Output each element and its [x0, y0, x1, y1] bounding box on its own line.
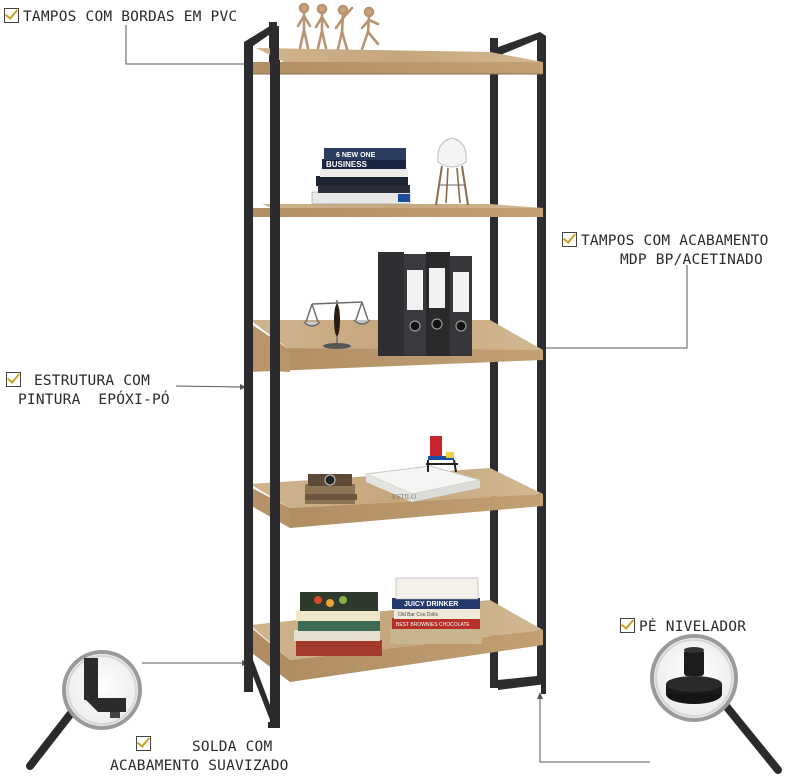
shelf-2	[248, 204, 543, 217]
check-icon	[6, 372, 21, 387]
book-stack-top: 6 NEW ONE BUSINESS	[311, 148, 411, 205]
callout-estrutura: ESTRUTURA COM	[6, 372, 150, 390]
callout-tampos-bordas-text: TAMPOS COM BORDAS EM PVC	[23, 9, 238, 25]
callout-tampos-acabamento-line2: MDP BP/ACETINADO	[620, 252, 763, 268]
leader-tampos-bordas	[125, 25, 290, 65]
callout-pe-nivelador: PÉ NIVELADOR	[620, 618, 746, 636]
book-title-mid: ESTILO	[392, 493, 416, 501]
coffee-table-book: ESTILO	[364, 465, 481, 502]
book-title-1: 6 NEW ONE	[336, 152, 376, 159]
eames-chair	[435, 137, 469, 206]
callout-solda-line1: SOLDA COM	[192, 739, 273, 755]
callout-tampos-acabamento: TAMPOS COM ACABAMENTO	[562, 232, 769, 250]
leader-lines	[125, 25, 688, 763]
callout-estrutura-line2: PINTURA EPÓXI-PÓ	[18, 392, 170, 408]
callout-pe-nivelador-text: PÉ NIVELADOR	[639, 619, 747, 635]
leader-pe-nivelador	[539, 696, 650, 763]
vintage-camera	[305, 474, 357, 504]
book-title-3: JUICY DRINKER	[404, 601, 458, 608]
weld-joint	[84, 658, 126, 718]
leader-estrutura	[175, 385, 241, 388]
callout-solda-line2: ACABAMENTO SUAVIZADO	[110, 758, 289, 774]
callout-solda-check	[136, 736, 151, 754]
book-title-2: BUSINESS	[326, 160, 368, 169]
red-blue-chair	[426, 436, 458, 473]
callout-estrutura-line1: ESTRUTURA COM	[33, 373, 151, 389]
check-icon	[620, 618, 635, 633]
book-title-5: BEST BROWNIES CHOCOLATE	[396, 622, 470, 628]
callout-tampos-bordas: TAMPOS COM BORDAS EM PVC	[4, 8, 237, 26]
leveling-foot	[666, 647, 722, 704]
magnifier-leveling-foot	[650, 634, 782, 774]
binders	[378, 252, 472, 356]
wooden-figures	[296, 2, 380, 51]
front-frame	[244, 26, 546, 728]
leader-tampos-acabamento	[520, 265, 688, 349]
callout-tampos-acabamento-line1: TAMPOS COM ACABAMENTO	[581, 233, 769, 249]
callout-solda-line1-wrap: SOLDA COM	[192, 738, 272, 756]
shelf-1	[248, 48, 543, 75]
check-icon	[562, 232, 577, 247]
check-icon	[4, 8, 19, 23]
balance-scale	[303, 300, 371, 349]
callout-solda-line2-wrap: ACABAMENTO SUAVIZADO	[110, 757, 289, 775]
book-title-4: Old Bar Coo Dolls	[398, 612, 439, 618]
magnifier-welding-detail	[26, 650, 142, 770]
book-stack-right: JUICY DRINKER Old Bar Coo Dolls BEST BRO…	[390, 577, 482, 644]
check-icon	[136, 736, 151, 751]
book-stack-left	[294, 592, 382, 656]
callout-estrutura-line2-wrap: PINTURA EPÓXI-PÓ	[18, 391, 170, 409]
callout-tampos-acabamento-line2-wrap: MDP BP/ACETINADO	[620, 251, 763, 269]
